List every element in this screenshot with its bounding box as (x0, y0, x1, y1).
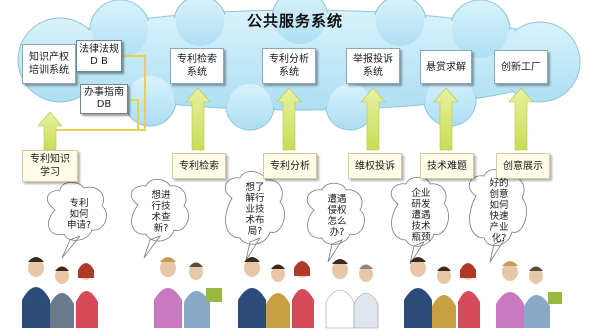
people-group-3 (238, 257, 314, 328)
service-patent-analysis: 专利分析 (263, 153, 317, 179)
service-patent-learning: 专利知识 学习 (22, 150, 78, 182)
people-group-6 (496, 261, 562, 328)
question-rd-bottleneck: 企业 研发 遭遇 技术 瓶颈 (411, 188, 431, 243)
question-infringement: 遭遇 侵权 怎么 办? (327, 194, 347, 238)
system-patent-analysis: 专利分析 系统 (262, 48, 316, 84)
question-industrialization: 好的 创意 如何 快速 产业 化? (489, 178, 509, 244)
service-rights-protection: 维权投诉 (348, 153, 402, 179)
question-novelty-search: 想进 行技 术查 新? (151, 190, 171, 234)
system-ip-training: 知识产权 培训系统 (22, 44, 76, 84)
system-bounty: 悬赏求解 (420, 50, 472, 84)
service-tech-problem: 技术难题 (420, 153, 474, 179)
service-idea-showcase: 创意展示 (496, 153, 550, 179)
system-report-complaint: 举报投诉 系统 (346, 48, 400, 84)
people-group-2 (154, 257, 222, 328)
system-patent-search: 专利检索 系统 (170, 48, 224, 84)
database-guide: 办事指南 DB (80, 84, 128, 114)
people-group-5 (404, 257, 480, 328)
people-group-1 (22, 257, 98, 328)
database-law: 法律法规 D B (76, 40, 122, 72)
db-connector-lines (55, 55, 146, 131)
question-industry-layout: 想了 解行 业技 术布 局? (245, 182, 265, 237)
upward-arrows (37, 87, 534, 151)
system-innovation-workshop: 创新工厂 (494, 50, 548, 84)
people-group-4 (325, 259, 379, 329)
question-patent-apply: 专利 如何 申请? (66, 198, 92, 231)
service-patent-search: 专利检索 (172, 153, 226, 179)
speech-bubbles (46, 168, 527, 265)
diagram-title: 公共服务系统 (246, 12, 343, 30)
